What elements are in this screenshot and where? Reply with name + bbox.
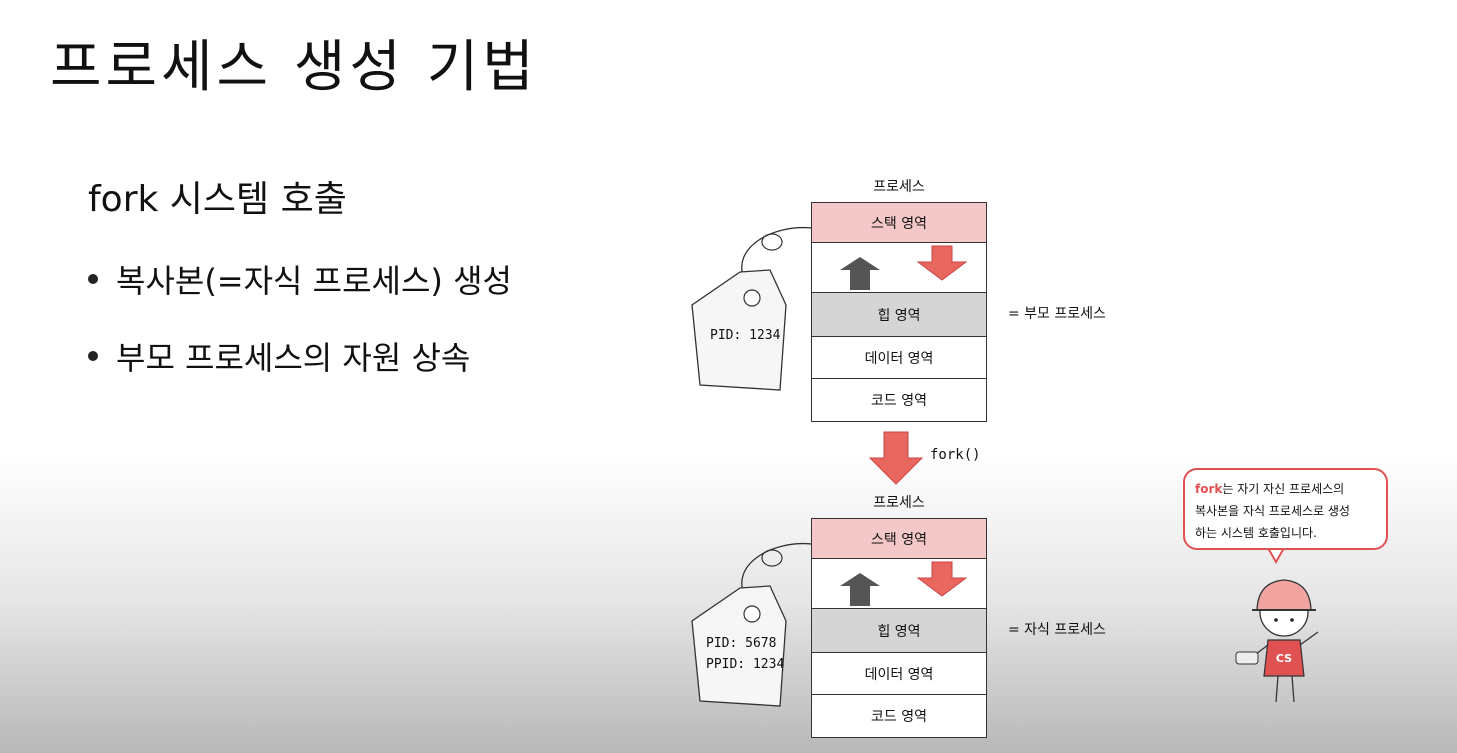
arrow-down-icon [918, 562, 966, 596]
mascot-icon [1236, 580, 1318, 702]
mascot-badge: CS [1276, 652, 1292, 665]
bubble-line-3: 하는 시스템 호출입니다. [1195, 522, 1376, 544]
fork-arrow-icon [870, 432, 922, 484]
child-ppid-text: PPID: 1234 [706, 657, 784, 672]
parent-pid-text: PID: 1234 [710, 328, 780, 343]
child-pid-text: PID: 5678 [706, 636, 776, 651]
arrow-up-icon [840, 257, 880, 290]
arrow-up-icon [840, 573, 880, 606]
arrow-down-icon [918, 246, 966, 280]
bubble-line-2: 복사본을 자식 프로세스로 생성 [1195, 500, 1376, 522]
bubble-line-1: fork는 자기 자신 프로세스의 [1195, 478, 1376, 500]
bubble-tail [1268, 548, 1284, 562]
speech-bubble: fork는 자기 자신 프로세스의 복사본을 자식 프로세스로 생성 하는 시스… [1183, 468, 1388, 550]
